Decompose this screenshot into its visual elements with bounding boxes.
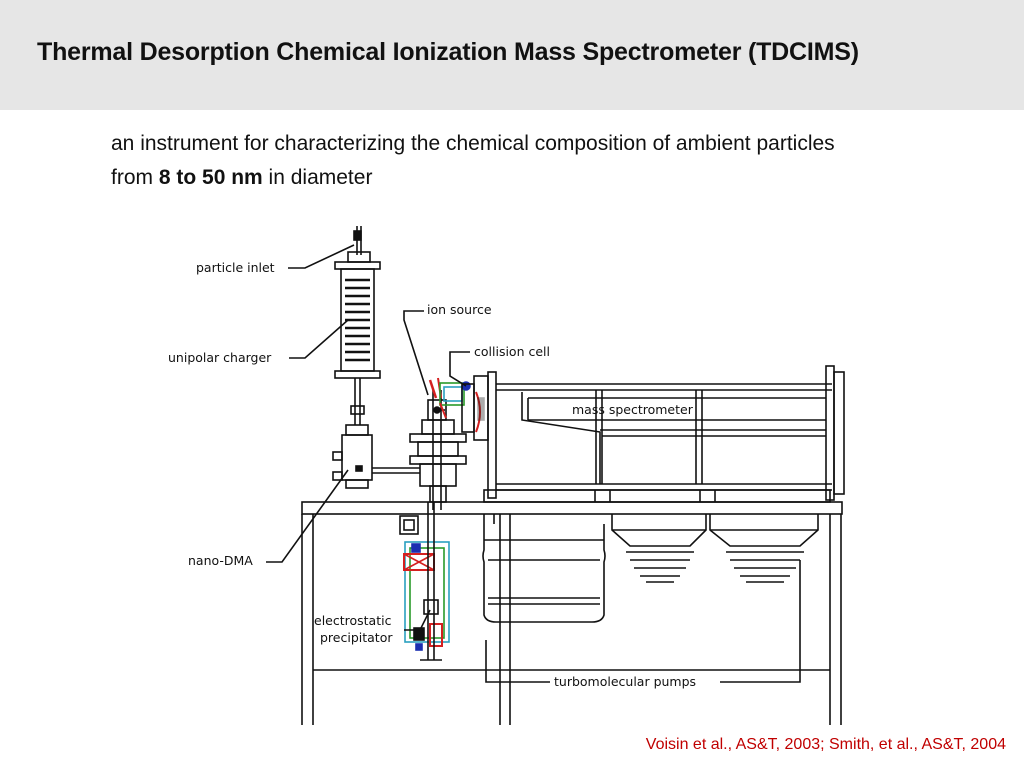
citation: Voisin et al., AS&T, 2003; Smith, et al.… — [645, 736, 1006, 753]
label-electrostatic-precipitator: electrostatic precipitator — [314, 609, 431, 645]
subtitle-text-pre: an instrument for characterizing the che… — [111, 132, 835, 189]
label-unipolar-charger: unipolar charger — [168, 319, 349, 365]
turbomolecular-pump-1 — [482, 524, 606, 623]
tdcims-schematic: particle inlet unipolar charger ion sour… — [168, 226, 845, 725]
particle-inlet-label: particle inlet — [196, 260, 275, 275]
label-mass-spectrometer: mass spectrometer — [572, 402, 694, 417]
slide-subtitle: an instrument for characterizing the che… — [111, 127, 871, 195]
inlet-charger-column — [334, 226, 381, 425]
turbomolecular-pump-3 — [709, 514, 819, 583]
collision-cell — [461, 371, 497, 499]
label-collision-cell: collision cell — [449, 344, 550, 387]
nano-dma-body — [332, 424, 420, 489]
label-turbomolecular-pumps: turbomolecular pumps — [485, 560, 801, 689]
collision-cell-label: collision cell — [474, 344, 550, 359]
nano-dma-label: nano-DMA — [188, 553, 253, 568]
precipitator-label: precipitator — [320, 630, 393, 645]
title-bar: Thermal Desorption Chemical Ionization M… — [0, 0, 1024, 110]
label-ion-source: ion source — [403, 302, 492, 396]
turbomolecular-pumps-label: turbomolecular pumps — [554, 674, 696, 689]
mass-spectrometer-label: mass spectrometer — [572, 402, 694, 417]
label-nano-dma: nano-DMA — [188, 469, 349, 568]
ion-source-column — [409, 390, 467, 510]
subtitle-size-range: 8 to 50 nm — [158, 166, 263, 189]
turbomolecular-pump-2 — [611, 514, 707, 583]
electrostatic-precipitator — [399, 502, 450, 661]
ion-source-wiring — [428, 377, 471, 419]
mass-spectrometer-chamber — [483, 365, 845, 503]
slide-title: Thermal Desorption Chemical Ionization M… — [37, 38, 859, 66]
label-particle-inlet: particle inlet — [196, 244, 355, 275]
subtitle-text-post: in diameter — [262, 166, 373, 189]
ion-source-label: ion source — [427, 302, 492, 317]
electrostatic-label: electrostatic — [314, 613, 392, 628]
unipolar-charger-label: unipolar charger — [168, 350, 272, 365]
